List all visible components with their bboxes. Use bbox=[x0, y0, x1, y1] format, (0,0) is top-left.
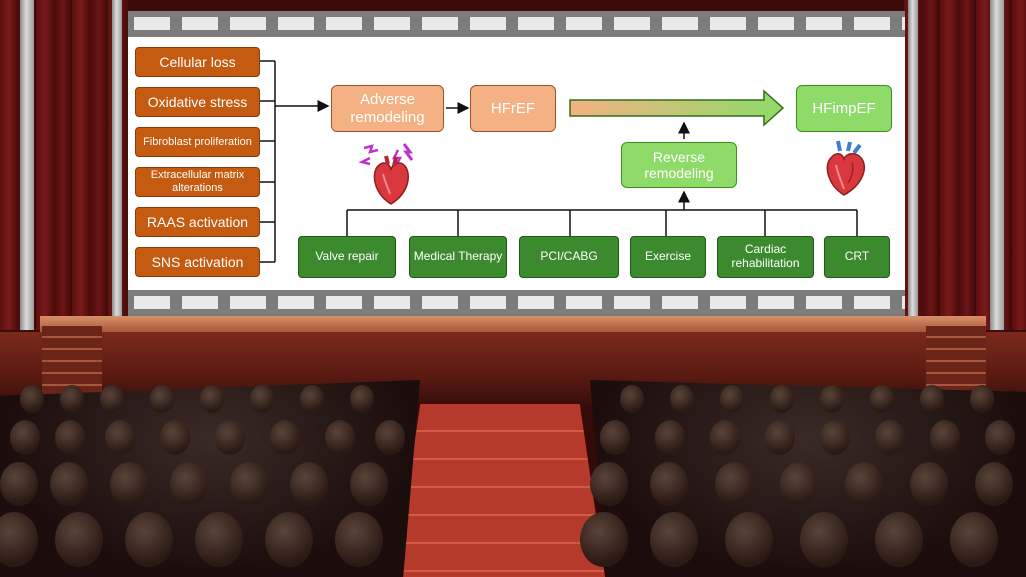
audience-head bbox=[920, 385, 944, 413]
audience-head bbox=[620, 385, 644, 413]
audience-head bbox=[820, 420, 850, 455]
audience-head bbox=[765, 420, 795, 455]
audience-head bbox=[265, 512, 313, 568]
audience-head bbox=[325, 420, 355, 455]
audience-head bbox=[930, 420, 960, 455]
audience-head bbox=[580, 512, 628, 568]
right-inner-pillar bbox=[908, 0, 918, 330]
audience-head bbox=[10, 420, 40, 455]
audience-head bbox=[670, 385, 694, 413]
audience-head bbox=[60, 385, 84, 413]
therapy-cardiac-rehabilitation: Cardiac rehabilitation bbox=[717, 236, 814, 278]
film-strip-bottom bbox=[128, 290, 905, 316]
diagram-connectors bbox=[260, 60, 858, 263]
audience-head bbox=[720, 385, 744, 413]
audience-head bbox=[20, 385, 44, 413]
audience-head bbox=[125, 512, 173, 568]
audience-head bbox=[170, 462, 208, 506]
audience-head bbox=[590, 462, 628, 506]
audience-head bbox=[0, 512, 38, 568]
audience-head bbox=[110, 462, 148, 506]
audience-head bbox=[970, 385, 994, 413]
audience-head bbox=[710, 420, 740, 455]
left-pillar bbox=[20, 0, 34, 330]
broken-heart-icon bbox=[358, 143, 414, 205]
audience-head bbox=[975, 462, 1013, 506]
hfref-box: HFrEF bbox=[470, 85, 556, 132]
audience-head bbox=[250, 385, 274, 413]
audience-head bbox=[650, 512, 698, 568]
stage-edge bbox=[40, 316, 986, 332]
audience-head bbox=[55, 512, 103, 568]
adverse-remodeling-box: Adverse remodeling bbox=[331, 85, 444, 132]
audience-head bbox=[105, 420, 135, 455]
audience-head bbox=[770, 385, 794, 413]
audience-head bbox=[230, 462, 268, 506]
audience-head bbox=[100, 385, 124, 413]
audience-head bbox=[655, 420, 685, 455]
reverse-remodeling-box: Reverse remodeling bbox=[621, 142, 737, 188]
audience-head bbox=[200, 385, 224, 413]
cause-raas-activation: RAAS activation bbox=[135, 207, 260, 237]
aisle bbox=[395, 404, 605, 577]
audience-head bbox=[215, 420, 245, 455]
therapy-valve-repair: Valve repair bbox=[298, 236, 396, 278]
cause-extracellular-matrix: Extracellular matrix alterations bbox=[135, 167, 260, 197]
audience-head bbox=[350, 462, 388, 506]
right-pillar bbox=[990, 0, 1004, 330]
audience-head bbox=[0, 462, 38, 506]
audience-head bbox=[270, 420, 300, 455]
audience-head bbox=[780, 462, 818, 506]
audience-head bbox=[715, 462, 753, 506]
audience-head bbox=[910, 462, 948, 506]
healthy-heart-icon bbox=[826, 140, 865, 196]
film-strip-top bbox=[128, 11, 905, 37]
therapy-pci-cabg: PCI/CABG bbox=[519, 236, 619, 278]
left-inner-pillar bbox=[112, 0, 122, 330]
audience-head bbox=[950, 512, 998, 568]
cause-sns-activation: SNS activation bbox=[135, 247, 260, 277]
audience-head bbox=[725, 512, 773, 568]
therapy-medical-therapy: Medical Therapy bbox=[409, 236, 507, 278]
audience-head bbox=[985, 420, 1015, 455]
audience-head bbox=[875, 420, 905, 455]
cinema-screen: Cellular loss Oxidative stress Fibroblas… bbox=[128, 11, 905, 316]
cause-cellular-loss: Cellular loss bbox=[135, 47, 260, 77]
audience-head bbox=[300, 385, 324, 413]
audience-head bbox=[50, 462, 88, 506]
hfimpef-box: HFimpEF bbox=[796, 85, 892, 132]
cause-fibroblast-proliferation: Fibroblast proliferation bbox=[135, 127, 260, 157]
therapy-crt: CRT bbox=[824, 236, 890, 278]
audience-head bbox=[870, 385, 894, 413]
cause-oxidative-stress: Oxidative stress bbox=[135, 87, 260, 117]
audience-head bbox=[650, 462, 688, 506]
audience-head bbox=[150, 385, 174, 413]
audience-head bbox=[335, 512, 383, 568]
right-curtain bbox=[904, 0, 1026, 330]
audience-head bbox=[350, 385, 374, 413]
audience-head bbox=[290, 462, 328, 506]
audience-head bbox=[600, 420, 630, 455]
audience-head bbox=[375, 420, 405, 455]
audience-head bbox=[820, 385, 844, 413]
therapy-exercise: Exercise bbox=[630, 236, 706, 278]
audience-head bbox=[845, 462, 883, 506]
audience-head bbox=[195, 512, 243, 568]
audience-head bbox=[875, 512, 923, 568]
audience-head bbox=[55, 420, 85, 455]
audience-head bbox=[160, 420, 190, 455]
audience-head bbox=[800, 512, 848, 568]
